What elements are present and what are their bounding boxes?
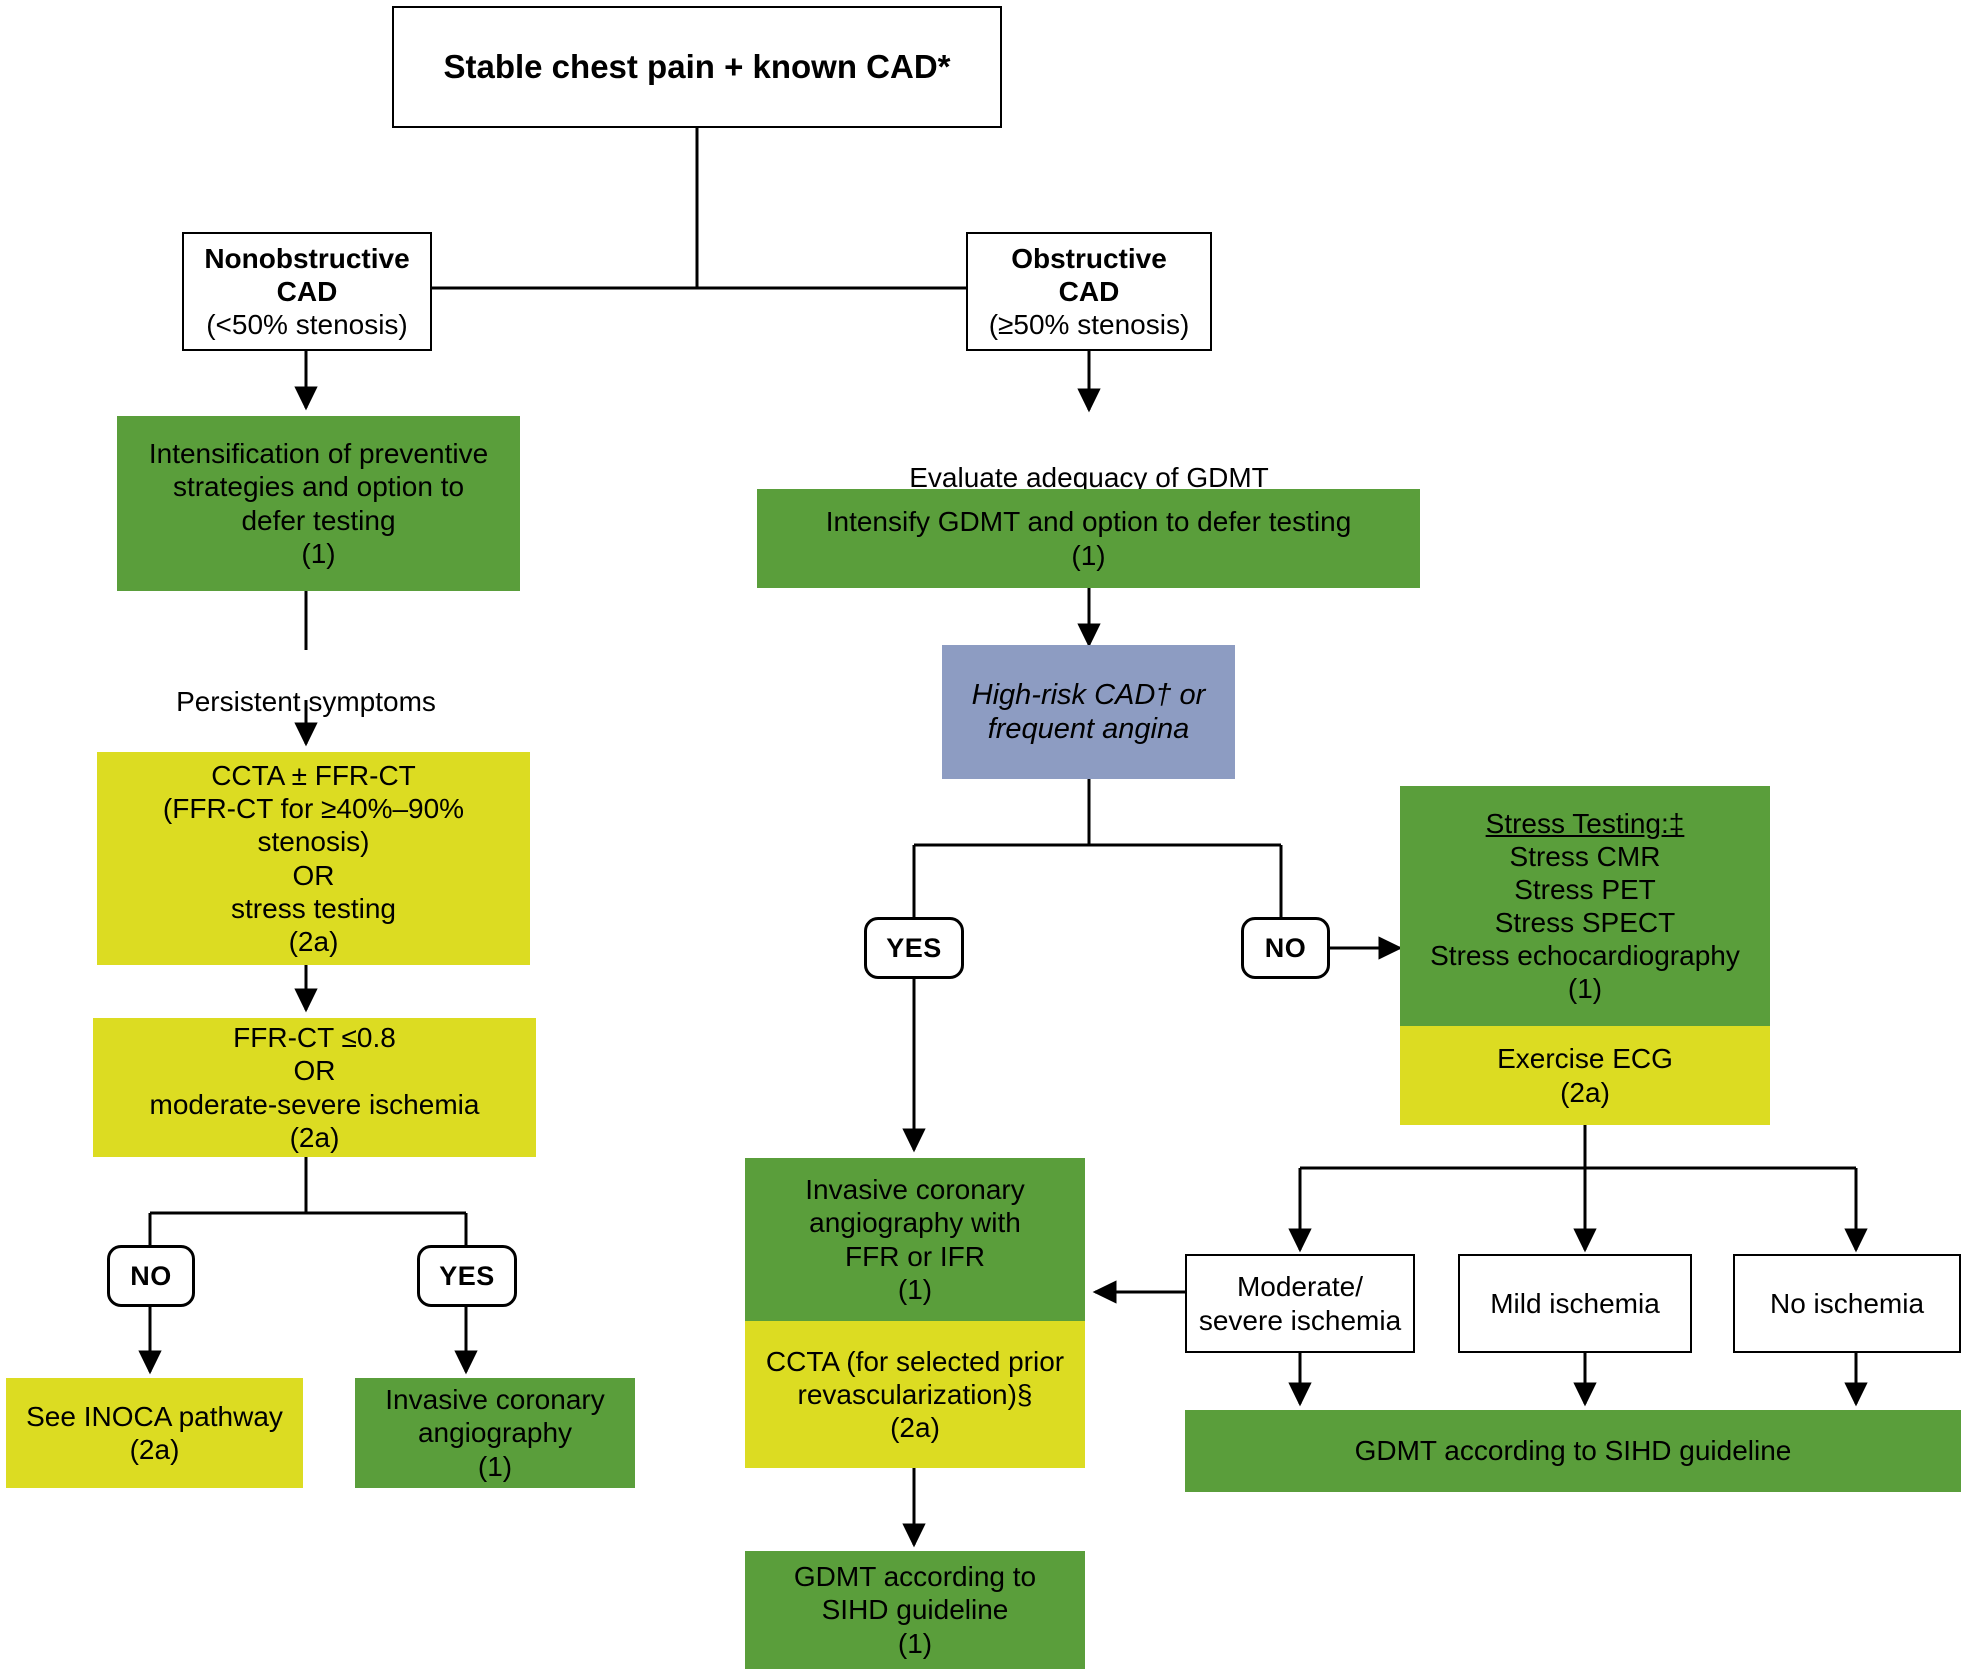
node-stress-testing-heading: Stress Testing:‡ [1485, 807, 1685, 839]
label-persistent-symptoms: Persistent symptoms [106, 652, 506, 718]
node-see-inoca-pathway[interactable]: See INOCA pathway (2a) [6, 1378, 303, 1488]
node-intensify-gdmt-label: Intensify GDMT and option to defer testi… [825, 506, 1352, 571]
node-stress-testing-label: Stress CMR Stress PET Stress SPECT Stres… [1430, 840, 1740, 1005]
node-moderate-severe-ischemia[interactable]: Moderate/ severe ischemia [1185, 1254, 1415, 1353]
node-ccta-ffr-ct[interactable]: CCTA ± FFR-CT (FFR-CT for ≥40%–90% steno… [97, 752, 530, 965]
node-gdmt-sihd-guideline-center[interactable]: GDMT according to SIHD guideline (1) [745, 1551, 1085, 1669]
node-moderate-severe-ischemia-label: Moderate/ severe ischemia [1198, 1271, 1402, 1336]
label-evaluate-adequacy-gdmt: Evaluate adequacy of GDMT [789, 428, 1389, 494]
node-root-stable-chest-pain[interactable]: Stable chest pain + known CAD* [392, 6, 1002, 128]
decision-pill-left-yes-label: YES [439, 1260, 495, 1291]
decision-pill-left-no[interactable]: NO [107, 1245, 195, 1307]
node-high-risk-cad-label: High-risk CAD† or frequent angina [971, 678, 1206, 745]
node-ffr-ct-threshold[interactable]: FFR-CT ≤0.8 OR moderate-severe ischemia … [93, 1018, 536, 1157]
node-gdmt-sihd-guideline-right[interactable]: GDMT according to SIHD guideline [1185, 1410, 1961, 1492]
node-invasive-coronary-angiography-left-label: Invasive coronary angiography (1) [385, 1384, 605, 1482]
node-intensification-preventive-label: Intensification of preventive strategies… [148, 438, 489, 569]
node-mild-ischemia[interactable]: Mild ischemia [1458, 1254, 1692, 1353]
node-ffr-ct-threshold-label: FFR-CT ≤0.8 OR moderate-severe ischemia … [149, 1022, 480, 1153]
node-ccta-prior-revascularization[interactable]: CCTA (for selected prior revascularizati… [745, 1321, 1085, 1468]
decision-pill-center-no[interactable]: NO [1241, 917, 1330, 979]
node-exercise-ecg-label: Exercise ECG (2a) [1497, 1043, 1673, 1108]
node-nonobstructive-cad-label: Nonobstructive CAD [204, 242, 410, 307]
node-exercise-ecg[interactable]: Exercise ECG (2a) [1400, 1026, 1770, 1125]
node-gdmt-sihd-guideline-right-label: GDMT according to SIHD guideline [1354, 1435, 1792, 1467]
decision-pill-center-yes[interactable]: YES [864, 917, 964, 979]
node-intensification-preventive-strategies[interactable]: Intensification of preventive strategies… [117, 416, 520, 591]
node-no-ischemia[interactable]: No ischemia [1733, 1254, 1961, 1353]
node-obstructive-cad-sub: (≥50% stenosis) [988, 309, 1190, 341]
node-invasive-coronary-angiography-ffr-ifr-label: Invasive coronary angiography with FFR o… [805, 1174, 1025, 1305]
label-evaluate-adequacy-gdmt-text: Evaluate adequacy of GDMT [909, 462, 1269, 494]
node-no-ischemia-label: No ischemia [1769, 1287, 1925, 1319]
node-ccta-prior-revascularization-label: CCTA (for selected prior revascularizati… [765, 1345, 1065, 1444]
node-stress-testing[interactable]: Stress Testing:‡ Stress CMR Stress PET S… [1400, 786, 1770, 1026]
decision-pill-center-yes-label: YES [886, 932, 942, 963]
decision-pill-left-yes[interactable]: YES [417, 1245, 517, 1307]
node-see-inoca-pathway-label: See INOCA pathway (2a) [26, 1400, 283, 1465]
node-intensify-gdmt[interactable]: Intensify GDMT and option to defer testi… [757, 489, 1420, 588]
label-persistent-symptoms-text: Persistent symptoms [176, 686, 436, 718]
decision-pill-center-no-label: NO [1264, 932, 1307, 963]
node-mild-ischemia-label: Mild ischemia [1490, 1287, 1660, 1319]
node-ccta-ffr-ct-label: CCTA ± FFR-CT (FFR-CT for ≥40%–90% steno… [162, 760, 465, 957]
node-invasive-coronary-angiography-ffr-ifr[interactable]: Invasive coronary angiography with FFR o… [745, 1158, 1085, 1321]
node-nonobstructive-cad-sub: (<50% stenosis) [206, 309, 408, 341]
node-obstructive-cad[interactable]: Obstructive CAD (≥50% stenosis) [966, 232, 1212, 351]
node-nonobstructive-cad[interactable]: Nonobstructive CAD (<50% stenosis) [182, 232, 432, 351]
node-gdmt-sihd-guideline-center-label: GDMT according to SIHD guideline (1) [793, 1561, 1037, 1659]
node-root-label: Stable chest pain + known CAD* [443, 47, 951, 85]
node-high-risk-cad[interactable]: High-risk CAD† or frequent angina [942, 645, 1235, 779]
node-obstructive-cad-label: Obstructive CAD [1011, 242, 1167, 307]
node-invasive-coronary-angiography-left[interactable]: Invasive coronary angiography (1) [355, 1378, 635, 1488]
decision-pill-left-no-label: NO [130, 1260, 172, 1291]
